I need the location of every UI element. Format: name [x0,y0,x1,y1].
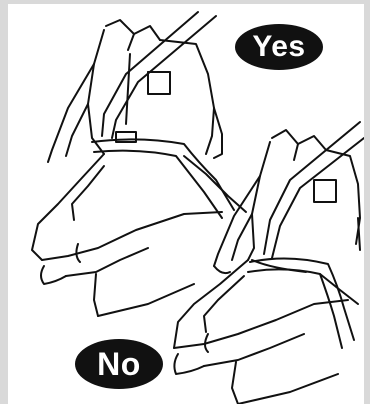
yes-badge: Yes [235,24,323,70]
no-badge: No [75,339,163,389]
figure-correct-fit [32,12,246,316]
seatbelt-illustration [8,4,364,404]
figure-incorrect-fit [174,122,364,404]
